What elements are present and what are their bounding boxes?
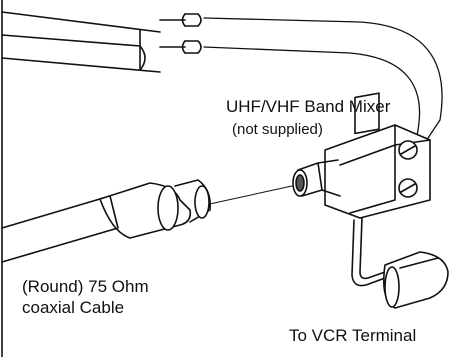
coaxial-cable: [1, 179, 212, 263]
screw-terminal-lower: [398, 178, 418, 198]
cable-label-line2: coaxial Cable: [22, 298, 125, 317]
f-connector: [292, 159, 341, 197]
cable-label-line1: (Round) 75 Ohm: [22, 277, 149, 296]
vcr-terminal-label: To VCR Terminal: [289, 326, 417, 345]
twin-lead-cable: [1, 11, 161, 73]
screw-terminal-upper: [398, 140, 418, 160]
spade-lug-upper: [159, 13, 202, 27]
mixer-note: (not supplied): [232, 121, 323, 138]
insertion-guide-line: [204, 185, 293, 206]
spade-lug-lower: [159, 40, 202, 54]
output-lead: [351, 217, 386, 287]
mixer-title: UHF/VHF Band Mixer: [226, 97, 391, 116]
lead-wires: [203, 17, 443, 166]
vcr-plug: [382, 251, 449, 309]
